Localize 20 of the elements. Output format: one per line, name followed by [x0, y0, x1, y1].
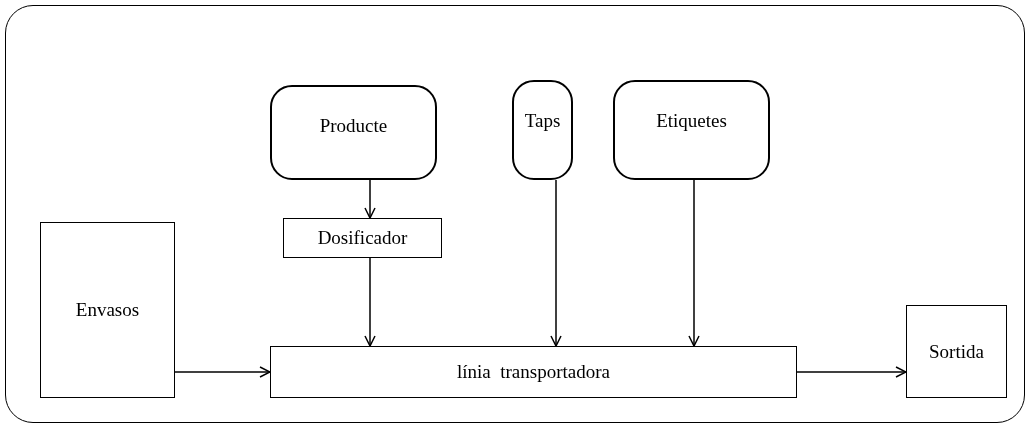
- node-label: Sortida: [929, 340, 984, 363]
- node-label: Envasos: [75, 299, 140, 321]
- node-label: Producte: [319, 115, 388, 137]
- node-label: Etiquetes: [656, 110, 727, 132]
- arrow: [364, 179, 376, 219]
- rounded-box: [512, 80, 573, 180]
- process-box: [906, 305, 1007, 398]
- node-label: Taps: [524, 110, 561, 132]
- arrow: [364, 257, 376, 347]
- rounded-box: [613, 80, 770, 180]
- process-box: [283, 218, 442, 258]
- node-label: Dosificador: [317, 227, 408, 249]
- rounded-box: [270, 85, 437, 180]
- arrow: [796, 366, 907, 378]
- arrow: [550, 179, 562, 347]
- process-box: [270, 346, 797, 398]
- node-label: línia transportadora: [457, 361, 610, 383]
- arrow: [688, 179, 700, 347]
- arrow: [174, 366, 271, 378]
- process-box: [40, 222, 175, 398]
